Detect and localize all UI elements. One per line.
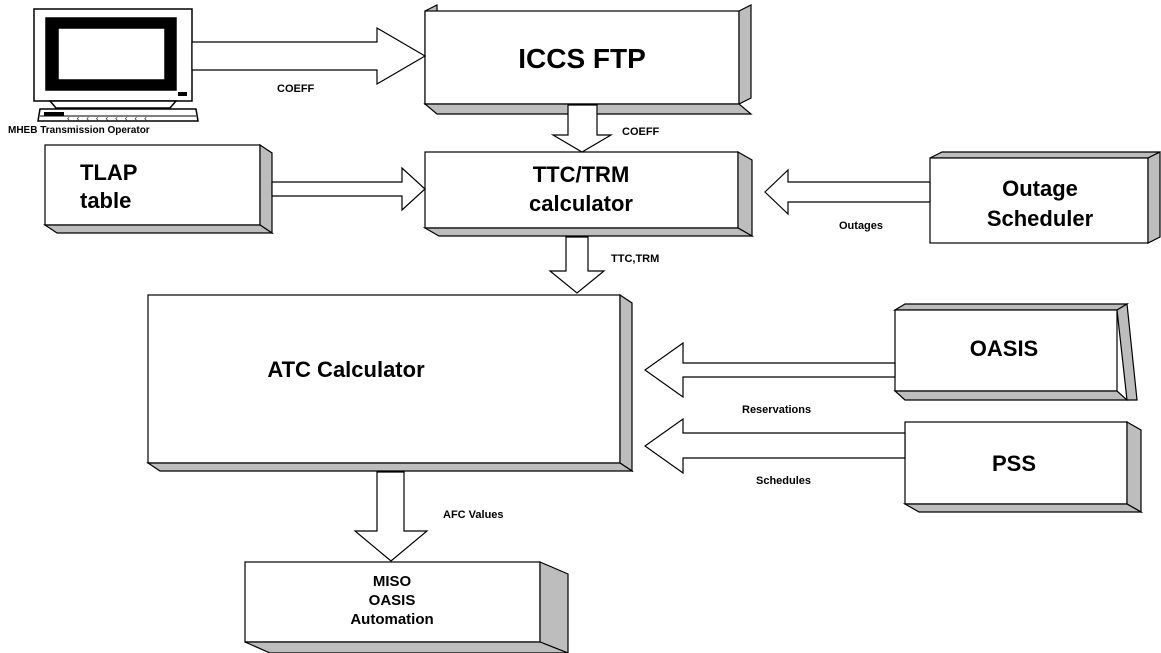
iccs-ftp-box xyxy=(423,4,753,115)
arrow-ttc-to-atc xyxy=(548,236,606,294)
oasis-box xyxy=(892,303,1138,401)
pss-box xyxy=(902,420,1144,514)
atc-calculator-box xyxy=(146,293,634,473)
miso-label-line2: OASIS xyxy=(369,592,416,609)
edge-label-outages: Outages xyxy=(839,220,883,232)
edge-label-reservations: Reservations xyxy=(742,404,811,416)
miso-label-line1: MISO xyxy=(373,573,412,590)
outage-label-line1: Outage xyxy=(1002,176,1078,201)
atc-label: ATC Calculator xyxy=(267,357,425,382)
iccs-ftp-label: ICCS FTP xyxy=(518,43,646,74)
arrow-atc-to-miso xyxy=(353,471,429,562)
ttc-trm-label-line2: calculator xyxy=(529,191,633,216)
computer-icon: ‹ ‹ ‹ ‹ ‹ ‹ ‹ ‹ ‹ xyxy=(33,8,199,123)
edge-label-operator-iccs: COEFF xyxy=(277,83,315,95)
edge-label-afc-values: AFC Values xyxy=(443,509,504,521)
ttc-trm-label-line1: TTC/TRM xyxy=(533,162,630,187)
miso-label-line3: Automation xyxy=(350,611,433,628)
pss-label: PSS xyxy=(992,451,1036,476)
operator-caption: MHEB Transmission Operator xyxy=(8,125,150,136)
miso-box xyxy=(244,561,569,653)
tlap-label-line2: table xyxy=(80,188,131,213)
arrow-operator-to-iccs xyxy=(191,26,427,86)
edge-label-iccs-ttc: COEFF xyxy=(622,126,660,138)
edge-label-schedules: Schedules xyxy=(756,475,811,487)
oasis-label: OASIS xyxy=(970,336,1038,361)
arrow-pss-to-atc xyxy=(643,417,906,475)
arrow-outage-to-ttc xyxy=(764,168,931,216)
tlap-label-line1: TLAP xyxy=(80,160,137,185)
arrow-oasis-to-atc xyxy=(643,341,896,399)
arrow-iccs-to-ttc xyxy=(550,104,614,153)
outage-label-line2: Scheduler xyxy=(987,206,1094,231)
ttc-trm-box xyxy=(422,150,755,238)
edge-label-ttc-atc: TTC,TRM xyxy=(611,253,659,265)
arrow-tlap-to-ttc xyxy=(271,166,426,212)
tlap-table-box xyxy=(43,143,274,235)
svg-text:‹ ‹ ‹ ‹ ‹ ‹ ‹ ‹ ‹: ‹ ‹ ‹ ‹ ‹ ‹ ‹ ‹ ‹ xyxy=(66,114,148,123)
outage-scheduler-box xyxy=(929,151,1161,244)
